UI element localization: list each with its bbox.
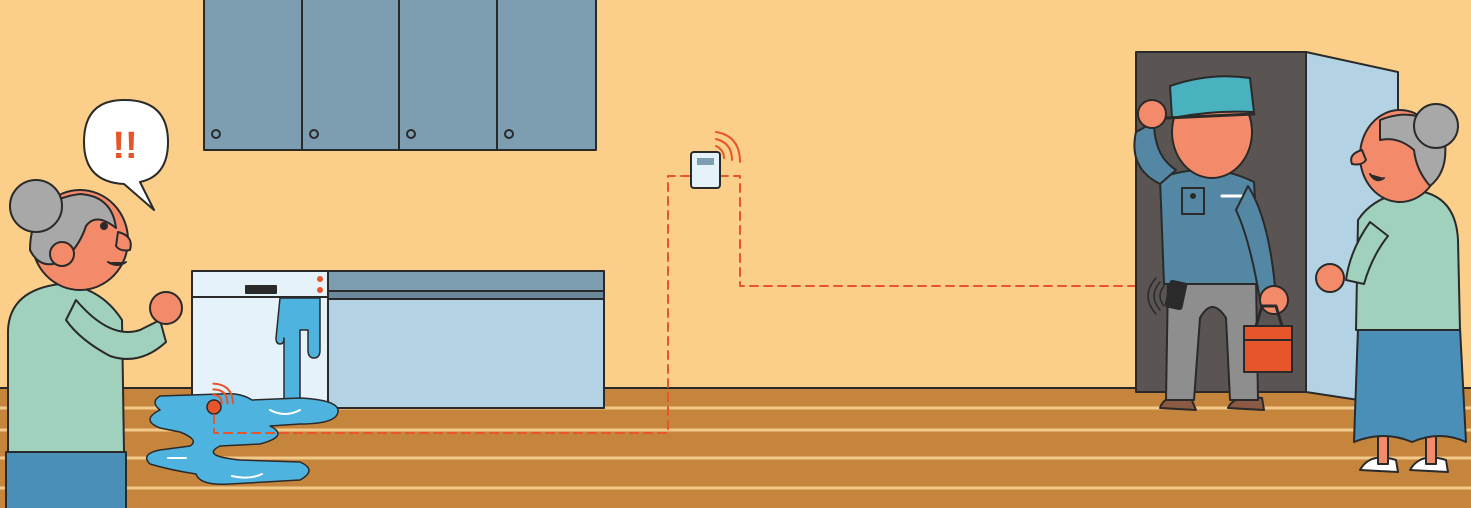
kitchen-counter	[326, 271, 604, 408]
dishwasher-light	[317, 276, 323, 282]
speech-bubble-text: !!	[112, 125, 137, 167]
upper-cabinets	[204, 0, 596, 150]
dishwasher-display	[246, 286, 276, 293]
